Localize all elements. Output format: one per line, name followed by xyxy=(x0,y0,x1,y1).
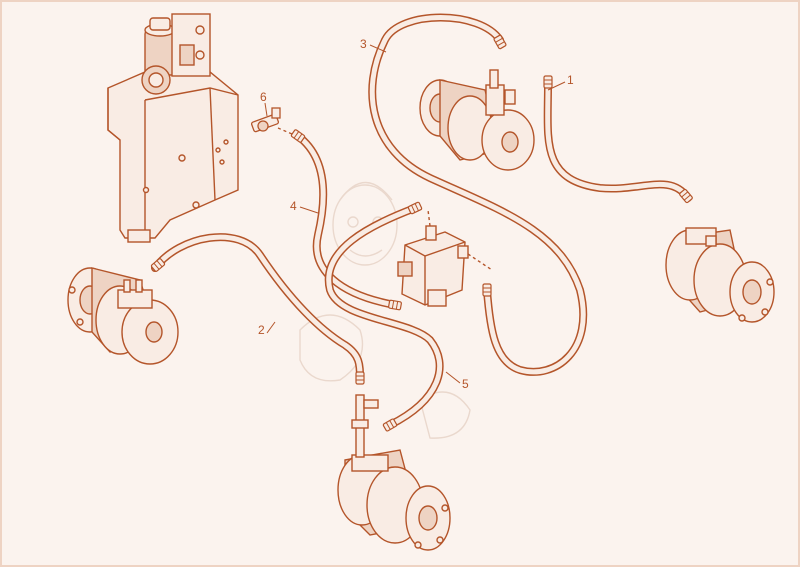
wheel-motor-top xyxy=(419,69,535,171)
hose-2 xyxy=(151,233,364,382)
callout-6: 6 xyxy=(260,90,267,104)
callout-4: 4 xyxy=(290,199,297,213)
tee-fitting xyxy=(250,107,293,135)
wheel-motor-left xyxy=(67,267,179,365)
hose-3 xyxy=(368,13,588,376)
reservoir-tank xyxy=(107,13,239,243)
hose-5 xyxy=(324,204,444,429)
callout-5: 5 xyxy=(462,377,469,391)
callout-3: 3 xyxy=(360,37,367,51)
valve-block xyxy=(397,209,493,307)
hose-4 xyxy=(294,132,399,309)
wheel-motor-right xyxy=(665,227,775,323)
callout-2: 2 xyxy=(258,323,265,337)
callout-labels: 1 2 3 4 5 6 xyxy=(258,37,574,391)
hose-1 xyxy=(543,81,692,202)
wheel-motor-bottom xyxy=(337,394,451,551)
leader-lines xyxy=(264,44,566,384)
callout-1: 1 xyxy=(567,73,574,87)
